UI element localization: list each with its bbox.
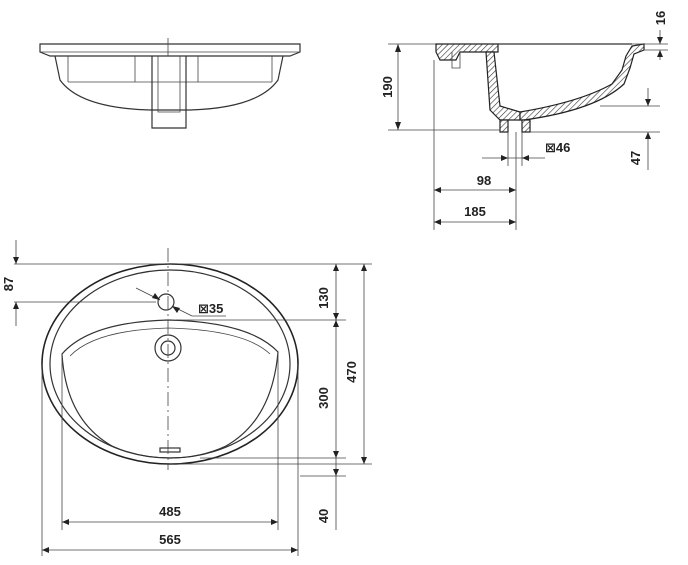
top-view <box>41 248 299 470</box>
dim-drain-depth: 47 <box>628 151 643 165</box>
dim-outer-width: 565 <box>159 532 181 547</box>
front-view <box>39 38 301 129</box>
dim-tap-hole: ⊠35 <box>198 301 223 316</box>
dim-tap-to-bowl: 130 <box>316 287 331 309</box>
dim-drain-offset: 98 <box>477 173 491 188</box>
dim-bowl-width: 485 <box>159 504 181 519</box>
side-view-dimensions: 190 16 47 ⊠46 98 185 <box>380 11 668 230</box>
dim-outer-depth: 470 <box>344 361 359 383</box>
dim-depth-total: 190 <box>380 76 395 98</box>
dim-bowl-depth: 300 <box>316 387 331 409</box>
dim-overflow-offset: 87 <box>1 277 16 291</box>
side-section-view <box>435 43 645 133</box>
dim-rim-thickness: 16 <box>653 11 668 25</box>
top-view-dimensions: 87 ⊠35 130 300 470 40 485 <box>1 240 372 556</box>
dim-drain-diameter: ⊠46 <box>545 140 570 155</box>
dim-bowl-offset: 185 <box>464 204 486 219</box>
dim-rim-front: 40 <box>316 509 331 523</box>
